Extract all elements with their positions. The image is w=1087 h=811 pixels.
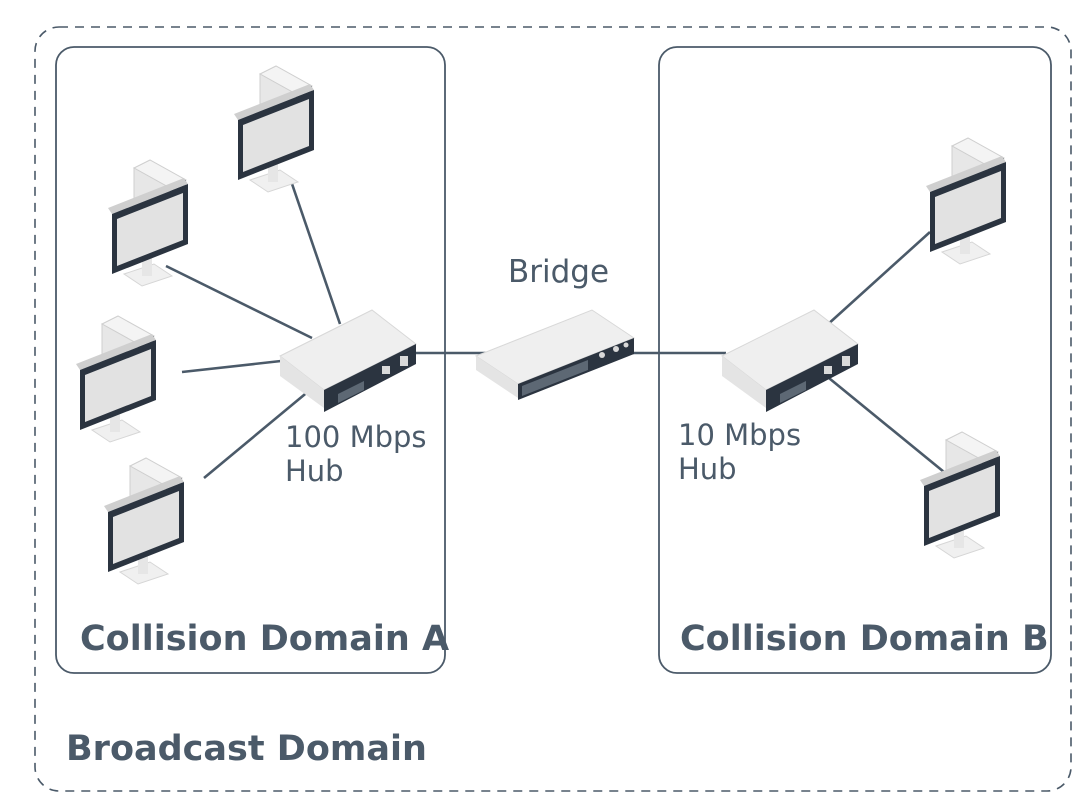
link-pc-a1-hub-a xyxy=(288,177,342,325)
collision-domain-b-label: Collision Domain B xyxy=(680,619,1049,659)
hub-b-type-label: Hub xyxy=(678,452,737,486)
bridge-label: Bridge xyxy=(508,254,609,290)
link-hub-b-pc-b2 xyxy=(823,372,945,474)
computer-a3-icon xyxy=(75,315,157,443)
broadcast-domain-boundary xyxy=(34,26,1072,792)
broadcast-domain-label: Broadcast Domain xyxy=(66,729,427,769)
collision-domain-a-box xyxy=(55,46,446,674)
computer-b2-icon xyxy=(919,431,1001,559)
computer-a1-icon xyxy=(233,65,315,193)
link-pc-a3-hub-a xyxy=(181,358,291,374)
computer-b1-icon xyxy=(925,137,1007,265)
link-hub-b-pc-b1 xyxy=(825,231,931,327)
bridge-icon xyxy=(475,309,635,401)
hub-b-speed-label: 10 Mbps xyxy=(678,418,801,452)
hub-a-type-label: Hub xyxy=(285,454,344,488)
link-pc-a2-hub-a xyxy=(165,264,313,340)
computer-a2-icon xyxy=(107,159,189,287)
collision-domain-b-box xyxy=(658,46,1052,674)
computer-a4-icon xyxy=(103,457,185,585)
link-pc-a4-hub-a xyxy=(203,388,311,480)
hub-a-speed-label: 100 Mbps xyxy=(285,420,427,454)
collision-domain-a-label: Collision Domain A xyxy=(80,619,449,659)
hub-10mbps-icon xyxy=(721,309,859,413)
